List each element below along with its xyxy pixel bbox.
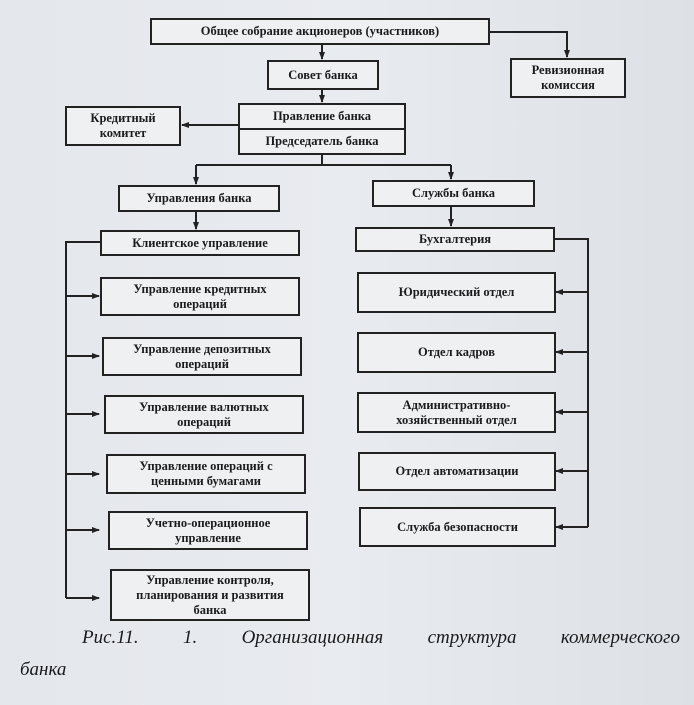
caption-word-1: Организационная [241,627,384,648]
node-legal: Юридический отдел [357,272,556,313]
caption-line-1: Рис.11. 1. Организационная структура ком… [20,622,680,654]
node-automation: Отдел автоматизации [358,452,556,491]
node-general-meeting: Общее собрание акционеров (участников) [150,18,490,45]
node-dept-credit: Управление кредитных операций [100,277,300,316]
node-dept-currency: Управление валютных операций [104,395,304,434]
right-spine [555,238,589,527]
node-accounting: Бухгалтерия [355,227,555,252]
node-board-chair: Председатель банка [240,128,404,153]
node-admin: Административно-хозяйственный отдел [357,392,556,433]
caption-word-3: коммерческого [560,627,680,648]
caption-line-2: банка [20,659,67,680]
node-security: Служба безопасности [359,507,556,547]
node-client-dept: Клиентское управление [100,230,300,256]
node-credit-committee: Кредитный комитет [65,106,181,146]
left-spine [65,241,100,598]
caption-number: 1. [182,627,198,648]
caption-prefix: Рис.11. [82,627,139,648]
node-dept-securities: Управление операций с ценными бумагами [106,454,306,494]
node-hr: Отдел кадров [357,332,556,373]
node-audit-commission: Ревизионная комиссия [510,58,626,98]
figure-caption: Рис.11. 1. Организационная структура ком… [20,622,680,686]
arrow-top-to-audit [490,31,570,58]
node-services-head: Службы банка [372,180,535,207]
node-dept-control-planning: Управление контроля, планирования и разв… [110,569,310,621]
node-bank-council: Совет банка [267,60,379,90]
caption-word-2: структура [427,627,517,648]
node-board: Правление банка Председатель банка [238,103,406,155]
node-dept-accounting-ops: Учетно-операционное управление [108,511,308,550]
node-dept-deposit: Управление депозитных операций [102,337,302,376]
node-departments-head: Управления банка [118,185,280,212]
node-board-label: Правление банка [272,109,372,123]
